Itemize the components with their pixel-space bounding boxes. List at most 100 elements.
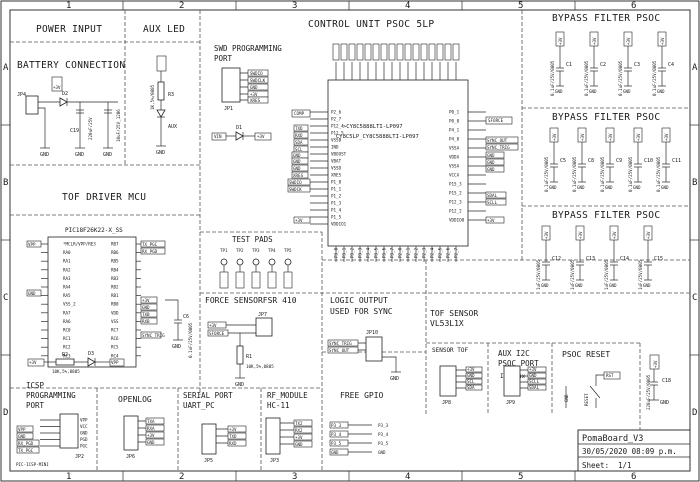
connector-jp1 [221,67,241,103]
psoc-pin-left: VBOOST [331,152,347,157]
psoc-pin-bottom: P2_1 [406,247,411,258]
psoc-pin-left: VDDIO1 [331,222,347,227]
row-d-right: D [692,408,697,418]
pic-pin-left: RC3 [63,353,71,358]
net-swd-xres: XRES [250,98,261,103]
pic-body [47,236,137,368]
connector-jp3 [265,417,281,455]
c18-net-3v: +3V [653,360,658,368]
cap-gnd: GND [575,283,583,288]
cap-net: +3V [664,133,669,141]
pic-name: PIC18F26K22-X_SS [65,227,123,234]
cap-value: 1uF/25V/0805 [570,259,575,290]
cap-ref: C12 [552,256,561,262]
psoc-pin-right: VSSA [449,146,460,151]
pic-pin-right: VSS [111,319,119,324]
icsp-net-gnd: GND [18,434,26,439]
psoc-pin-bottom: P2_7 [454,247,459,258]
psoc-right-pins: P0_1P0_0P4_1P4_0VSSAVDDAVSSAVCCAP15_3P15… [449,110,486,223]
pic-pin-right: RB2 [111,285,119,290]
col-3-top: 3 [292,1,297,11]
tof-net-3v: +3V [467,367,475,372]
net-swdio: SWDIO [250,71,263,76]
row-a-left: A [3,63,9,73]
value-r3: 1K,5%/0805 [150,84,155,110]
icsp-pin: VPP [80,418,88,423]
pic-net-gnd2: GND [142,305,150,310]
logic-output: JP10 SYNC_TRIG SYNC_OUT GND [327,330,401,382]
row-d-left: D [3,408,8,418]
pic-pin-right: RB5 [111,259,119,264]
pic-pin-left: *MCLR/VPP/RE3 [63,242,96,247]
gpio-net-1: P3_3 [331,423,342,428]
section-rf: RF_MODULE [267,391,308,400]
ref-c18: C18 [662,378,671,384]
psoc-pin-left: P2_7 [331,117,342,122]
pic-pin-right: RB0 [111,302,119,307]
tof-net-gnd: GND [467,373,475,378]
gpio-net-2: P3_4 [331,432,342,437]
aux-net-3v: +3V [529,367,537,372]
cap-ref: C3 [634,62,640,68]
cap-gnd: GND [623,89,631,94]
psoc-net-swdio: SWDIO [289,180,302,185]
net-swdclk: SWDCLK [250,78,266,83]
col-1-top: 1 [66,1,71,11]
section-borders [10,10,690,470]
psoc-net-sda: SDA [295,140,303,145]
inner-frame [9,9,691,472]
connector-jp9 [503,365,521,397]
cap-net: +3V [646,231,651,239]
resistor-r2 [55,358,75,366]
icsp-pin: GND [80,431,88,436]
connector-jp7 [255,317,273,337]
cap-value: 1uF/25V/0805 [536,259,541,290]
cap-net: +3V [578,231,583,239]
col-6-bottom: 6 [631,472,636,482]
cap-gnd: GND [643,283,651,288]
psoc-pin-left: VSSB [331,138,342,143]
psoc-pin-right: P4_1 [449,128,460,133]
serial-port: JP5 +3V TXD RXD [201,423,247,464]
pic-pin-right: RC7 [111,328,119,333]
cap-gnd: GND [633,185,641,190]
net-d3-vpp: VPP [111,360,119,365]
psoc-pin-right: P12_2 [449,209,462,214]
cap-value: 0.1uF/25V/0805 [652,60,657,96]
ref-jp6: JP6 [126,454,135,460]
gpio-pin-1: P3_3 [378,423,389,428]
net-vbat [51,76,63,92]
ref-c19: C19 [70,128,79,134]
psoc-pin-bottom: P3_1 [342,247,347,258]
cap-ref: C14 [620,256,629,262]
psoc-pin-bottom: P3_0 [334,247,339,258]
psoc-net-sync-trig: SYNC_TRIG [487,145,510,150]
section-icsp-2: PROGRAMMING [26,391,76,400]
section-icsp-3: PORT [26,401,45,410]
icsp-part: PIC-ICSP-MINI [16,462,49,467]
pic-pin-left: RA6 [63,319,71,324]
net-led-supply [156,55,167,72]
net-swd-gnd: GND [250,85,258,90]
pic-c6-gnd: GND [172,344,181,350]
tof-sensor: JP8 +3V GND SCL SDA [439,365,483,406]
col-4-top: 4 [405,1,410,11]
value-c6: 0.1uF/25V/0805 [188,322,193,358]
pic-pin-right: RB3 [111,276,119,281]
openlog-net-gnd: GND [147,440,155,445]
pic-net-rx-pgd: RX_PGD [142,249,158,254]
free-gpio: P3_3 P3_4 P3_5 GND P3_3 P3_4 P3_5 GND [329,421,389,456]
connector-jp8 [439,365,457,397]
cap-ref: C10 [644,158,653,164]
psoc-pin-left: VSSD [331,166,342,171]
psoc-value: CY8C5LP_CY8C5888LTI-LP097 [336,134,419,140]
cap-gnd: GND [589,89,597,94]
aux-net-scl: SCLL [529,379,540,384]
net-battery-label: +3V [53,85,61,90]
swd-port: JP1 SWDIO SWDCLK GND +3V XRES VIN D1 +3V [211,67,272,141]
psoc-pin-left: P1_3 [331,201,342,206]
pic-pin-left: RC2 [63,345,71,350]
